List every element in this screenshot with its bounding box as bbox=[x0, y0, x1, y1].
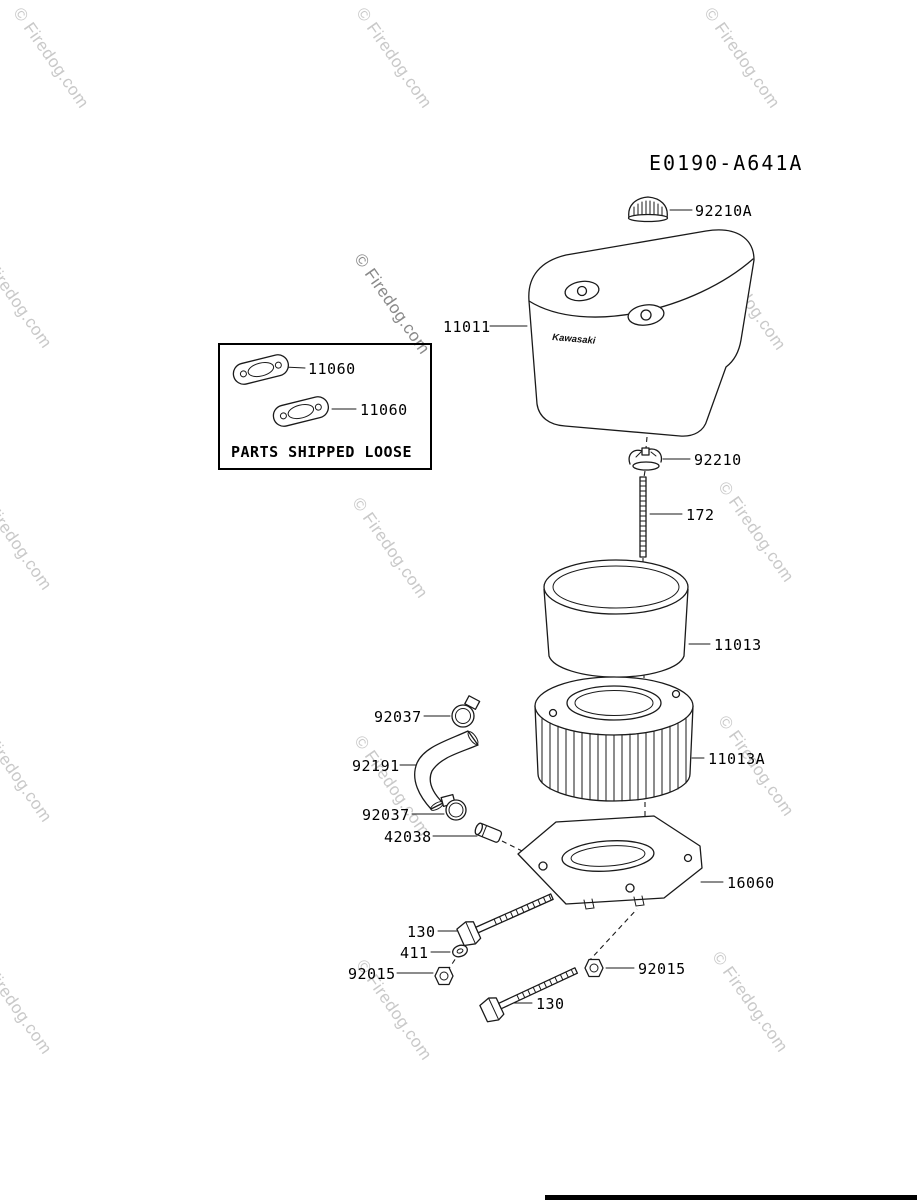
callout-11060-2: 11060 bbox=[360, 401, 408, 419]
loose-gasket-1-drawing bbox=[232, 354, 290, 385]
stud-drawing bbox=[639, 476, 647, 558]
filter-base-drawing bbox=[517, 815, 703, 910]
leader-lines bbox=[283, 209, 724, 1004]
breather-fitting-drawing bbox=[474, 822, 503, 843]
bolt-lower-drawing bbox=[479, 967, 579, 1023]
hose-clamp-lower-drawing bbox=[440, 793, 467, 821]
air-cleaner-cover-drawing: Kawasaki bbox=[528, 229, 755, 437]
diagram-code: E0190-A641A bbox=[649, 151, 804, 175]
brand-text: Kawasaki bbox=[552, 332, 596, 347]
callout-16060: 16060 bbox=[727, 874, 775, 892]
nut-right-drawing bbox=[584, 958, 604, 978]
element-inner-drawing bbox=[534, 676, 694, 802]
element-outer-drawing bbox=[543, 559, 689, 678]
callout-11011: 11011 bbox=[443, 318, 491, 336]
callout-92037-upper: 92037 bbox=[374, 708, 422, 726]
parts-shipped-loose-box: PARTS SHIPPED LOOSE bbox=[218, 343, 432, 470]
callout-11060-1: 11060 bbox=[308, 360, 356, 378]
cap-drawing bbox=[627, 196, 669, 223]
washer-drawing bbox=[452, 944, 468, 958]
bolt-upper-drawing bbox=[456, 893, 554, 947]
nut-left-drawing bbox=[434, 966, 454, 986]
callout-92210A: 92210A bbox=[695, 202, 753, 220]
callout-92015-left: 92015 bbox=[348, 965, 396, 983]
callout-92015-right: 92015 bbox=[638, 960, 686, 978]
callout-92037-lower: 92037 bbox=[362, 806, 410, 824]
pleats bbox=[541, 717, 687, 802]
callout-411: 411 bbox=[400, 944, 429, 962]
callout-172: 172 bbox=[686, 506, 715, 524]
parts-box-title: PARTS SHIPPED LOOSE bbox=[231, 443, 413, 461]
callout-130-upper: 130 bbox=[407, 923, 436, 941]
page-edge-mark bbox=[545, 1195, 917, 1200]
loose-gasket-2-drawing bbox=[272, 396, 330, 427]
callout-42038: 42038 bbox=[384, 828, 432, 846]
callout-130-lower: 130 bbox=[536, 995, 565, 1013]
callout-92191: 92191 bbox=[352, 757, 400, 775]
callout-92210: 92210 bbox=[694, 451, 742, 469]
cover-clamp-drawing bbox=[628, 447, 663, 471]
callout-11013A: 11013A bbox=[708, 750, 766, 768]
hose-clamp-upper-drawing bbox=[451, 695, 481, 728]
callout-11013: 11013 bbox=[714, 636, 762, 654]
